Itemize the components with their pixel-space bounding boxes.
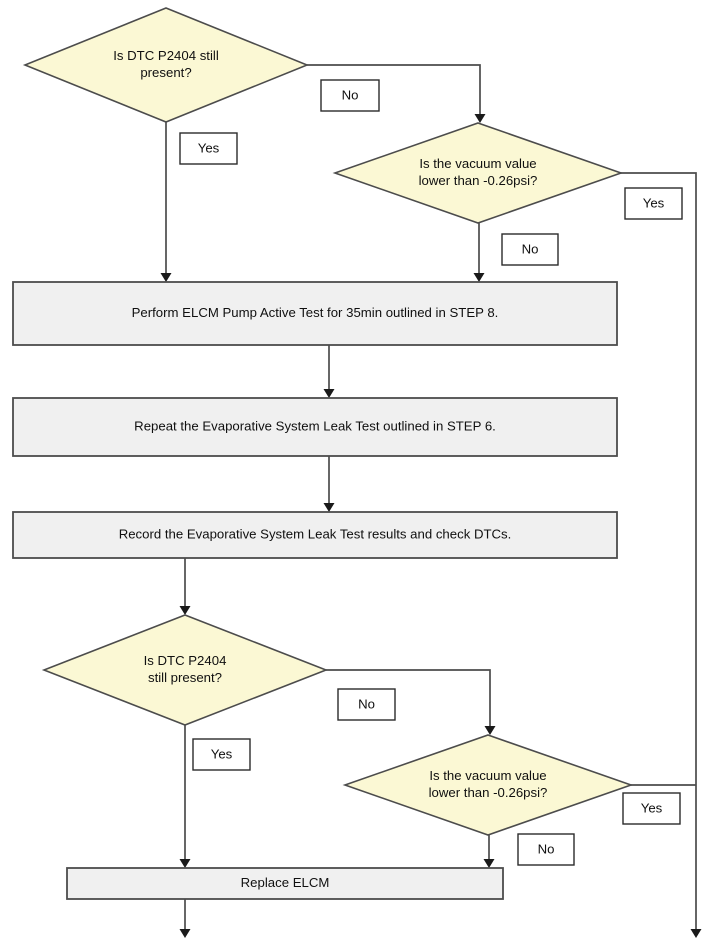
process-record-leak-test-results-text: Record the Evaporative System Leak Test …: [119, 526, 512, 541]
process-record-leak-test-results: Record the Evaporative System Leak Test …: [12, 511, 618, 559]
label-no-top-dtc: No: [320, 79, 380, 112]
connector-layer: [160, 64, 702, 938]
label-yes-top-vacuum-text: Yes: [643, 195, 665, 210]
label-no-bottom-vacuum-text: No: [538, 841, 555, 856]
connector-bottom-dtc-no: [326, 669, 496, 735]
shape-layer: Is DTC P2404 still present? Is the vacuum …: [12, 7, 634, 900]
process-replace-elcm: Replace ELCM: [66, 867, 504, 900]
label-yes-bottom-dtc-text: Yes: [211, 746, 233, 761]
connector-bottom-vacuum-no: [483, 835, 495, 868]
label-yes-bottom-vacuum: Yes: [622, 792, 681, 825]
decision-vacuum-value-top-text: Is the vacuum value: [419, 156, 536, 171]
connector-top-dtc-yes: [160, 122, 172, 282]
process-repeat-leak-test: Repeat the Evaporative System Leak Test …: [12, 397, 618, 457]
decision-dtc-present-top-text: present?: [140, 65, 191, 80]
label-no-bottom-vacuum: No: [517, 833, 575, 866]
connector-pump-to-repeat: [323, 345, 335, 398]
connector-replace-elcm-out: [179, 899, 191, 938]
process-replace-elcm-text: Replace ELCM: [241, 875, 330, 890]
label-yes-top-dtc: Yes: [179, 132, 238, 165]
label-no-top-dtc-text: No: [342, 87, 359, 102]
decision-vacuum-value-top-text: lower than -0.26psi?: [419, 173, 538, 188]
connector-repeat-to-record: [323, 456, 335, 512]
connector-top-dtc-no: [307, 64, 486, 123]
decision-vacuum-value-top: Is the vacuum value lower than -0.26psi?: [332, 122, 624, 224]
decision-vacuum-value-bottom: Is the vacuum value lower than -0.26psi?: [342, 734, 634, 836]
connector-record-to-dtc: [179, 558, 191, 615]
decision-dtc-present-bottom-text: still present?: [148, 670, 222, 685]
decision-dtc-present-top: Is DTC P2404 still present?: [22, 7, 310, 123]
label-no-bottom-dtc: No: [337, 688, 396, 721]
process-elcm-pump-active-test: Perform ELCM Pump Active Test for 35min …: [12, 281, 618, 346]
label-yes-top-vacuum: Yes: [624, 187, 683, 220]
process-elcm-pump-active-test-text: Perform ELCM Pump Active Test for 35min …: [132, 305, 499, 320]
decision-vacuum-value-bottom-text: lower than -0.26psi?: [429, 785, 548, 800]
connector-top-vacuum-yes: [620, 172, 702, 938]
label-no-top-vacuum-text: No: [522, 241, 539, 256]
decision-vacuum-value-bottom-text: Is the vacuum value: [429, 768, 546, 783]
decision-dtc-present-bottom: Is DTC P2404 still present?: [41, 614, 329, 726]
decision-dtc-present-top-text: Is DTC P2404 still: [113, 48, 219, 63]
label-no-bottom-dtc-text: No: [358, 696, 375, 711]
label-yes-bottom-dtc: Yes: [192, 738, 251, 771]
label-yes-bottom-vacuum-text: Yes: [641, 800, 663, 815]
process-repeat-leak-test-text: Repeat the Evaporative System Leak Test …: [134, 418, 496, 433]
decision-dtc-present-bottom-text: Is DTC P2404: [144, 653, 227, 668]
connector-bottom-dtc-yes: [179, 725, 191, 868]
label-no-top-vacuum: No: [501, 233, 559, 266]
connector-top-vacuum-no: [473, 223, 485, 282]
label-yes-top-dtc-text: Yes: [198, 140, 220, 155]
